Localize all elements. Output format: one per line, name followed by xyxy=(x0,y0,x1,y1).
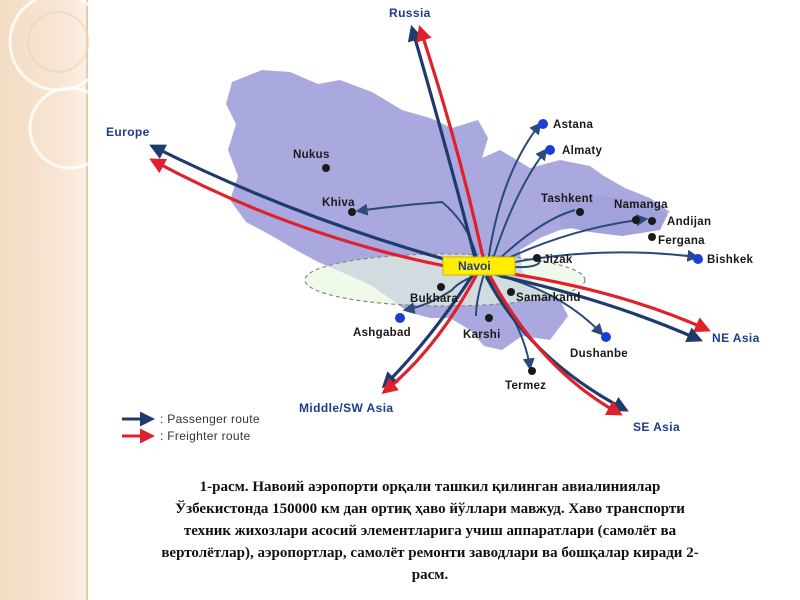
city-dot-karshi xyxy=(485,314,493,322)
city-dot-bishkek xyxy=(693,254,703,264)
city-label-bukhara: Bukhara xyxy=(410,293,458,305)
legend: : Passenger route : Freighter route xyxy=(122,411,260,444)
dest-label-middle-sw-asia: Middle/SW Asia xyxy=(299,401,394,415)
city-label-andijan: Andijan xyxy=(667,216,711,228)
city-label-khiva: Khiva xyxy=(322,197,355,209)
city-dot-jizak xyxy=(533,254,541,262)
caption-line-4: вертолётлар), аэропортлар, самолёт ремон… xyxy=(161,545,699,561)
city-label-namanga: Namanga xyxy=(614,199,668,211)
dest-label-europe: Europe xyxy=(106,125,150,139)
city-label-termez: Termez xyxy=(505,380,546,392)
dest-label-se-asia: SE Asia xyxy=(633,420,680,434)
caption-line-2: Ўзбекистонда 150000 км дан ортиқ ҳаво йў… xyxy=(175,501,685,517)
caption-line-5: расм. xyxy=(411,567,449,583)
decorative-sidebar xyxy=(0,0,88,600)
city-label-almaty: Almaty xyxy=(562,145,602,157)
legend-freighter-label: : Freighter route xyxy=(160,429,250,443)
dest-label-russia: Russia xyxy=(389,6,431,20)
city-dot-fergana xyxy=(648,233,656,241)
decorative-circles xyxy=(8,0,112,170)
city-dot-dushanbe xyxy=(601,332,611,342)
city-label-bishkek: Bishkek xyxy=(707,254,754,266)
caption-line-1: 1-расм. Навоий аэропорти орқали ташкил қ… xyxy=(199,479,661,495)
city-label-samarkand: Samarkand xyxy=(516,292,581,304)
uzbekistan-territory xyxy=(226,70,670,350)
city-dot-nukus xyxy=(322,164,330,172)
city-label-fergana: Fergana xyxy=(658,235,705,247)
city-dot-ashgabad xyxy=(395,313,405,323)
city-dot-almaty xyxy=(545,145,555,155)
dest-label-ne-asia: NE Asia xyxy=(712,331,760,345)
city-dot-namanga xyxy=(632,216,640,224)
caption-line-3: техник жихозлари асосий элементларига уч… xyxy=(183,523,677,539)
route-map: Navoi Russia Europe NE Asia SE Asia Midd… xyxy=(8,0,760,444)
hub-label: Navoi xyxy=(458,259,491,273)
city-label-dushanbe: Dushanbe xyxy=(570,348,628,360)
city-label-jizak: Jizak xyxy=(543,254,573,266)
city-dots xyxy=(322,119,703,375)
sidebar-divider xyxy=(86,0,88,600)
figure-caption: 1-расм. Навоий аэропорти орқали ташкил қ… xyxy=(100,476,760,586)
city-label-nukus: Nukus xyxy=(293,149,330,161)
hub-navoi: Navoi xyxy=(442,256,516,276)
legend-passenger-label: : Passenger route xyxy=(160,412,260,426)
city-dot-andijan xyxy=(648,217,656,225)
city-dot-khiva xyxy=(348,208,356,216)
city-label-tashkent: Tashkent xyxy=(541,193,593,205)
city-dot-bukhara xyxy=(437,283,445,291)
city-dot-tashkent xyxy=(576,208,584,216)
main-routes xyxy=(149,24,711,416)
city-dot-samarkand xyxy=(507,288,515,296)
city-label-karshi: Karshi xyxy=(463,329,501,341)
city-label-astana: Astana xyxy=(553,119,593,131)
city-label-ashgabad: Ashgabad xyxy=(353,327,411,339)
city-dot-astana xyxy=(538,119,548,129)
city-dot-termez xyxy=(528,367,536,375)
